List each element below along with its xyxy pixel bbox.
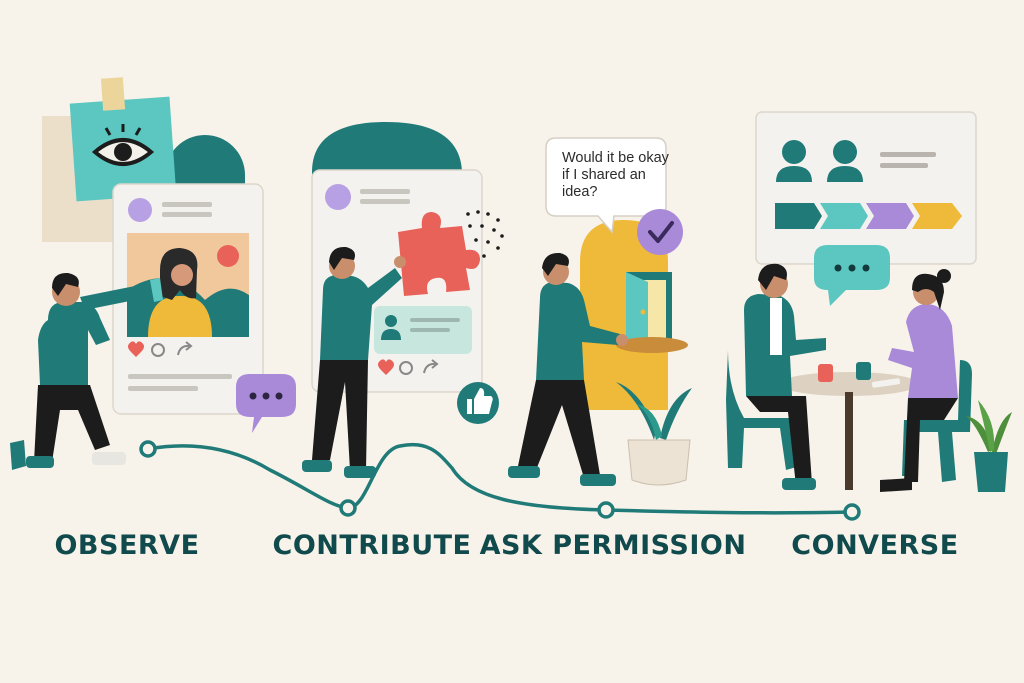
person-contributing <box>302 246 406 478</box>
share-icon <box>177 341 193 356</box>
mustard-arch <box>580 220 668 410</box>
share-icon <box>423 359 439 374</box>
door-icon <box>626 272 672 348</box>
potted-plant <box>966 400 1012 492</box>
user-icon <box>827 140 863 182</box>
person-asking <box>508 252 628 486</box>
thumbs-up-icon <box>457 382 499 424</box>
arrow-step <box>912 203 962 229</box>
eye-icon <box>91 124 155 166</box>
path-node <box>339 499 357 517</box>
ask-permission-scene <box>508 137 692 486</box>
chair <box>726 350 800 470</box>
path-node <box>597 501 615 519</box>
tape <box>100 77 126 111</box>
person-with-telescope <box>10 272 163 470</box>
repost-icon <box>151 343 165 357</box>
presentation-board <box>755 111 977 265</box>
step-label-contribute: CONTRIBUTE <box>272 530 472 561</box>
heart-icon <box>128 341 144 357</box>
avatar <box>325 184 351 210</box>
contribute-scene <box>302 122 504 478</box>
step-label-ask-permission: ASK PERMISSION <box>479 530 747 561</box>
person-woman-listening <box>880 269 972 492</box>
journey-path <box>139 440 861 521</box>
puzzle-piece-icon <box>398 212 480 296</box>
chat-icon <box>814 245 890 306</box>
observe-scene <box>10 77 296 470</box>
eye-sticky-note <box>69 77 177 202</box>
chair <box>902 360 972 482</box>
coffee-cup <box>856 362 871 380</box>
arrow-step <box>866 203 914 229</box>
tray <box>616 337 688 353</box>
arrow-step <box>775 203 822 229</box>
chat-bubble-purple <box>236 374 296 433</box>
user-icon <box>381 315 401 340</box>
telescope-icon <box>80 283 155 310</box>
speech-bubble <box>545 137 667 234</box>
post-photo <box>127 233 249 337</box>
avatar <box>128 198 152 222</box>
cafe-table <box>779 362 919 490</box>
social-post-card <box>112 183 264 415</box>
post-actions <box>128 341 193 357</box>
path-node <box>843 503 861 521</box>
speech-bubble-text: Would it be okay if I shared an idea? <box>562 150 669 200</box>
potted-plant <box>616 382 692 486</box>
checkmark-icon <box>637 209 683 255</box>
heart-icon <box>378 359 394 375</box>
step-label-observe: OBSERVE <box>54 530 200 561</box>
repost-icon <box>399 361 413 375</box>
person-man-talking <box>726 263 826 490</box>
path-node <box>139 440 157 458</box>
coffee-cup <box>818 364 833 382</box>
dot-pattern <box>466 210 504 258</box>
step-label-converse: CONVERSE <box>791 530 959 561</box>
arrow-step <box>820 203 868 229</box>
user-icon <box>776 140 812 182</box>
converse-scene <box>726 111 1012 492</box>
